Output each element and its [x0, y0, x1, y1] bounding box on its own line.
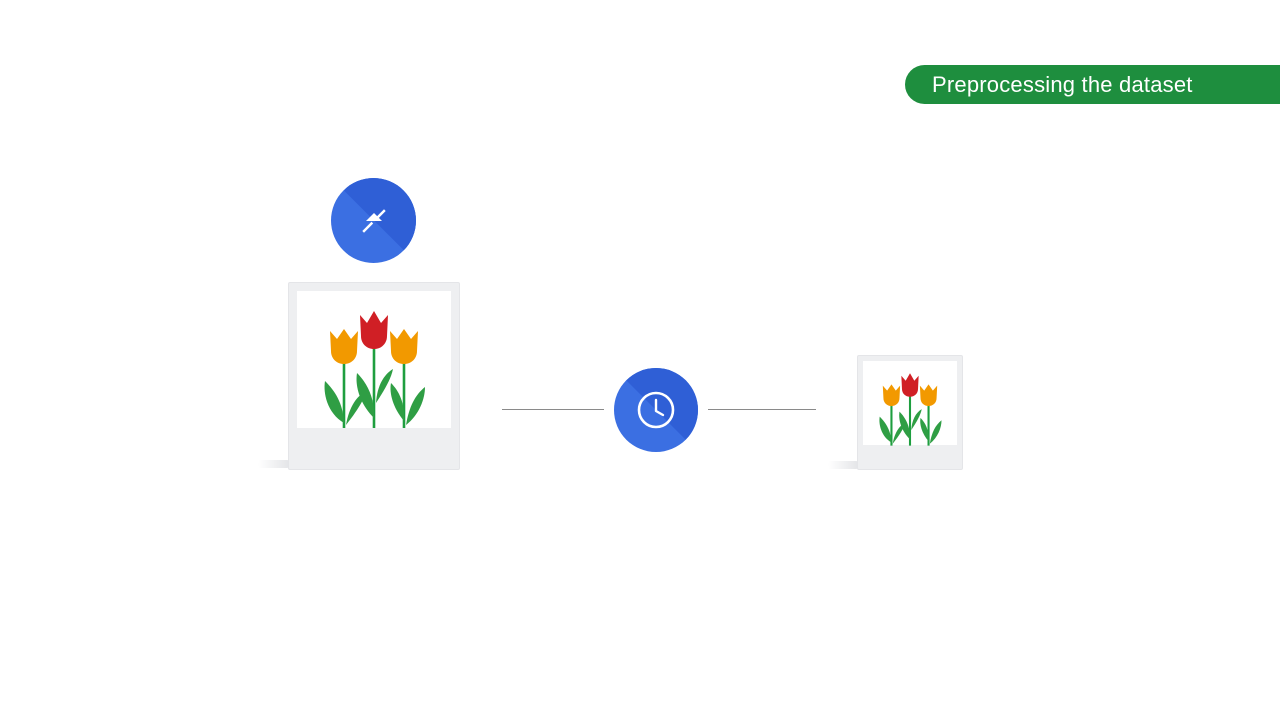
processing-step	[614, 368, 698, 452]
section-title-banner: Preprocessing the dataset	[905, 65, 1280, 104]
compress-step	[331, 178, 416, 263]
card-shadow	[258, 460, 290, 468]
source-image-card	[288, 282, 460, 470]
tulips-image-icon	[879, 373, 942, 446]
result-image-card	[857, 355, 963, 470]
connector-line-right	[708, 409, 816, 410]
connector-line-left	[502, 409, 604, 410]
clock-icon	[637, 391, 675, 429]
tulips-image-icon	[324, 311, 425, 428]
section-title: Preprocessing the dataset	[932, 71, 1193, 97]
compress-arrows-icon	[361, 208, 386, 233]
card-shadow	[828, 461, 859, 469]
